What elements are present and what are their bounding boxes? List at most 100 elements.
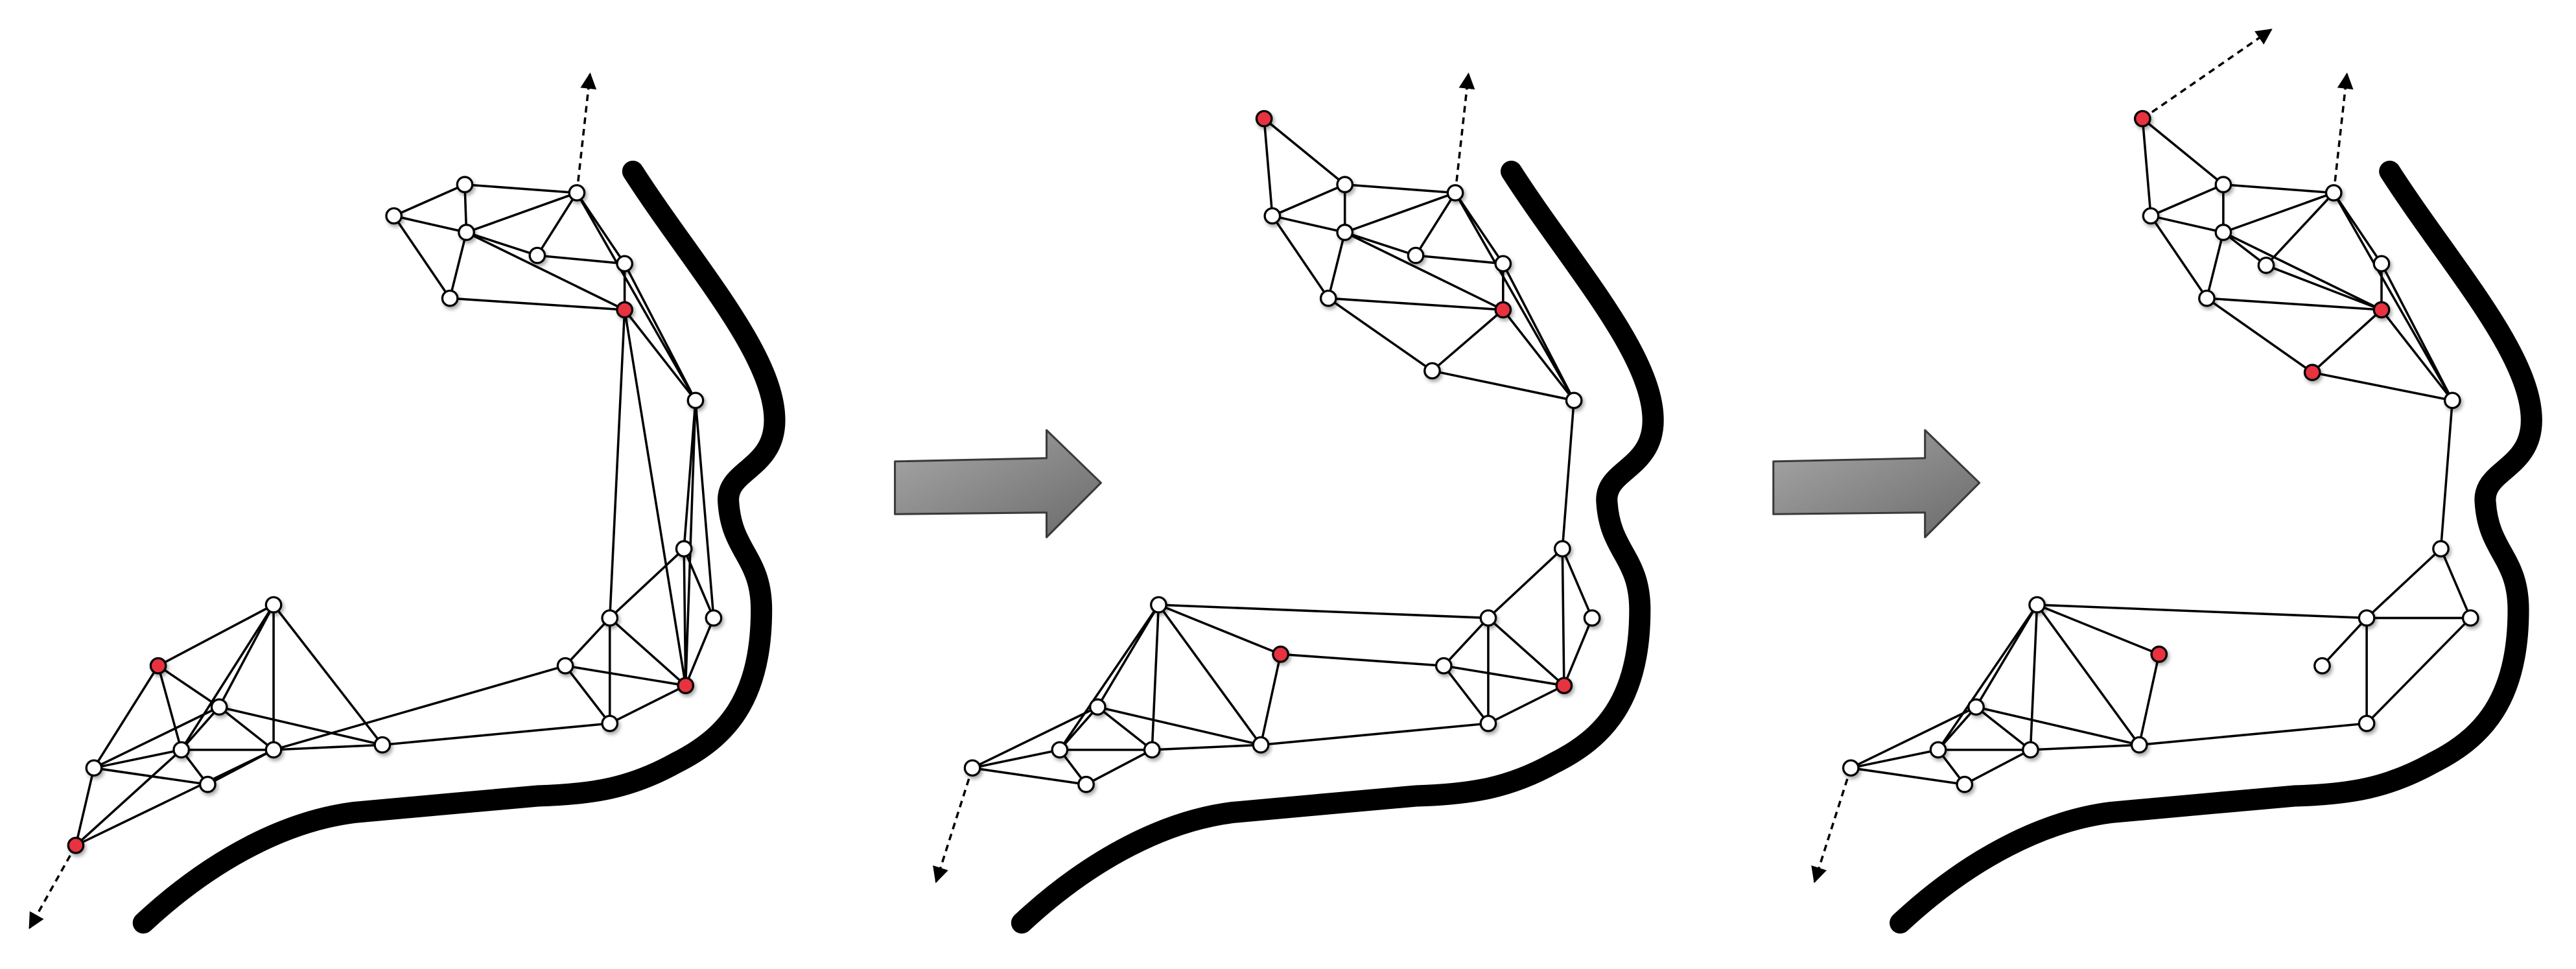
graph-node <box>601 609 619 627</box>
graph-edge <box>624 309 697 401</box>
graph-node <box>1407 246 1425 264</box>
graph-edge <box>1487 617 1565 687</box>
graph-edge <box>2150 183 2224 217</box>
graph-node <box>1479 609 1497 627</box>
graph-edge <box>1442 617 1490 667</box>
graph-edge <box>565 664 686 687</box>
graph-edge <box>1937 604 2039 751</box>
graph-edge <box>1344 191 1456 234</box>
graph-edge <box>2380 309 2453 401</box>
graph-edge <box>1431 309 1504 372</box>
graph-edge <box>2222 231 2267 266</box>
graph-edge <box>608 309 626 618</box>
graph-edge <box>1260 722 1489 746</box>
edge-layer <box>1850 117 2472 786</box>
motion-direction-arrow <box>2332 72 2354 193</box>
panel-stage-1 <box>29 72 786 934</box>
graph-node <box>556 657 574 675</box>
graph-node <box>1336 224 1354 241</box>
graph-edge <box>1488 684 1565 725</box>
graph-edge <box>1850 706 1977 769</box>
graph-edge <box>1059 604 1160 751</box>
graph-edge <box>972 767 1086 786</box>
marked-node <box>67 836 85 854</box>
graph-edge <box>1344 183 1456 194</box>
boundary-wall <box>132 160 786 934</box>
graph-edge <box>158 664 220 708</box>
graph-edge <box>218 604 275 708</box>
graph-edge <box>684 400 697 686</box>
graph-edge <box>273 743 382 751</box>
graph-edge <box>2223 231 2382 311</box>
graph-node <box>1088 698 1107 716</box>
graph-node <box>458 224 475 241</box>
graph-edge <box>465 231 626 311</box>
graph-edge <box>2149 215 2208 299</box>
graph-node <box>2313 657 2331 675</box>
graph-edge <box>609 548 685 619</box>
graph-edge <box>1415 254 1503 265</box>
motion-direction-arrow <box>1454 72 1475 193</box>
graph-edge <box>564 665 611 725</box>
graph-edge <box>1975 706 2032 751</box>
graph-node <box>705 609 723 627</box>
graph-edge <box>158 603 274 667</box>
graph-node <box>1336 176 1354 194</box>
graph-node <box>1553 540 1571 558</box>
graph-edge <box>1271 215 1329 299</box>
graph-edge <box>449 297 625 311</box>
graph-edge <box>2138 653 2160 745</box>
graph-node <box>1150 596 1167 614</box>
graph-edge <box>93 749 182 769</box>
motion-direction-arrow <box>29 845 77 929</box>
motion-arrow-layer <box>29 72 597 929</box>
graph-edge <box>2321 617 2368 667</box>
graph-node <box>1494 255 1512 273</box>
graph-edge <box>2223 191 2334 234</box>
graph-edge <box>218 706 383 746</box>
graph-edge <box>1443 664 1565 687</box>
graph-edge <box>1937 706 1977 751</box>
graph-edge <box>1097 706 1261 746</box>
graph-edge <box>1158 603 1282 656</box>
graph-edge <box>1344 231 1416 257</box>
graph-node <box>1252 736 1270 754</box>
graph-node <box>2198 289 2216 307</box>
graph-node <box>601 714 619 732</box>
graph-edge <box>2332 192 2453 401</box>
marked-node <box>1555 677 1573 695</box>
graph-edge <box>1259 653 1282 745</box>
graph-node <box>441 289 459 307</box>
graph-node <box>2358 714 2376 732</box>
graph-edge <box>393 215 467 234</box>
graph-node <box>1479 714 1497 732</box>
marked-node <box>677 677 695 695</box>
graph-edge <box>2141 118 2152 216</box>
graph-edge <box>564 617 611 667</box>
graph-node <box>1446 184 1464 202</box>
graph-node <box>2257 256 2275 274</box>
graph-edge <box>2205 232 2225 299</box>
marked-node <box>1272 646 1289 663</box>
graph-edge <box>93 665 159 769</box>
graph-edge <box>972 706 1099 769</box>
graph-edge <box>2365 548 2442 619</box>
graph-node <box>264 596 283 614</box>
graph-node <box>199 775 217 793</box>
graph-node <box>2324 184 2343 202</box>
graph-node <box>1077 775 1095 793</box>
motion-direction-arrow <box>933 767 974 883</box>
graph-edge <box>1414 192 1457 257</box>
transition-arrow-2 <box>1772 429 1981 539</box>
graph-edge <box>273 664 566 751</box>
graph-edge <box>1272 215 1346 234</box>
graph-edge <box>1487 548 1563 619</box>
graph-node <box>373 736 392 754</box>
graph-edge <box>2206 297 2313 374</box>
graph-edge <box>465 231 538 257</box>
graph-edge <box>1561 400 1575 549</box>
graph-node <box>1143 741 1161 759</box>
graph-edge <box>2223 183 2334 194</box>
graph-node <box>2214 176 2232 194</box>
graph-node <box>1423 362 1441 380</box>
